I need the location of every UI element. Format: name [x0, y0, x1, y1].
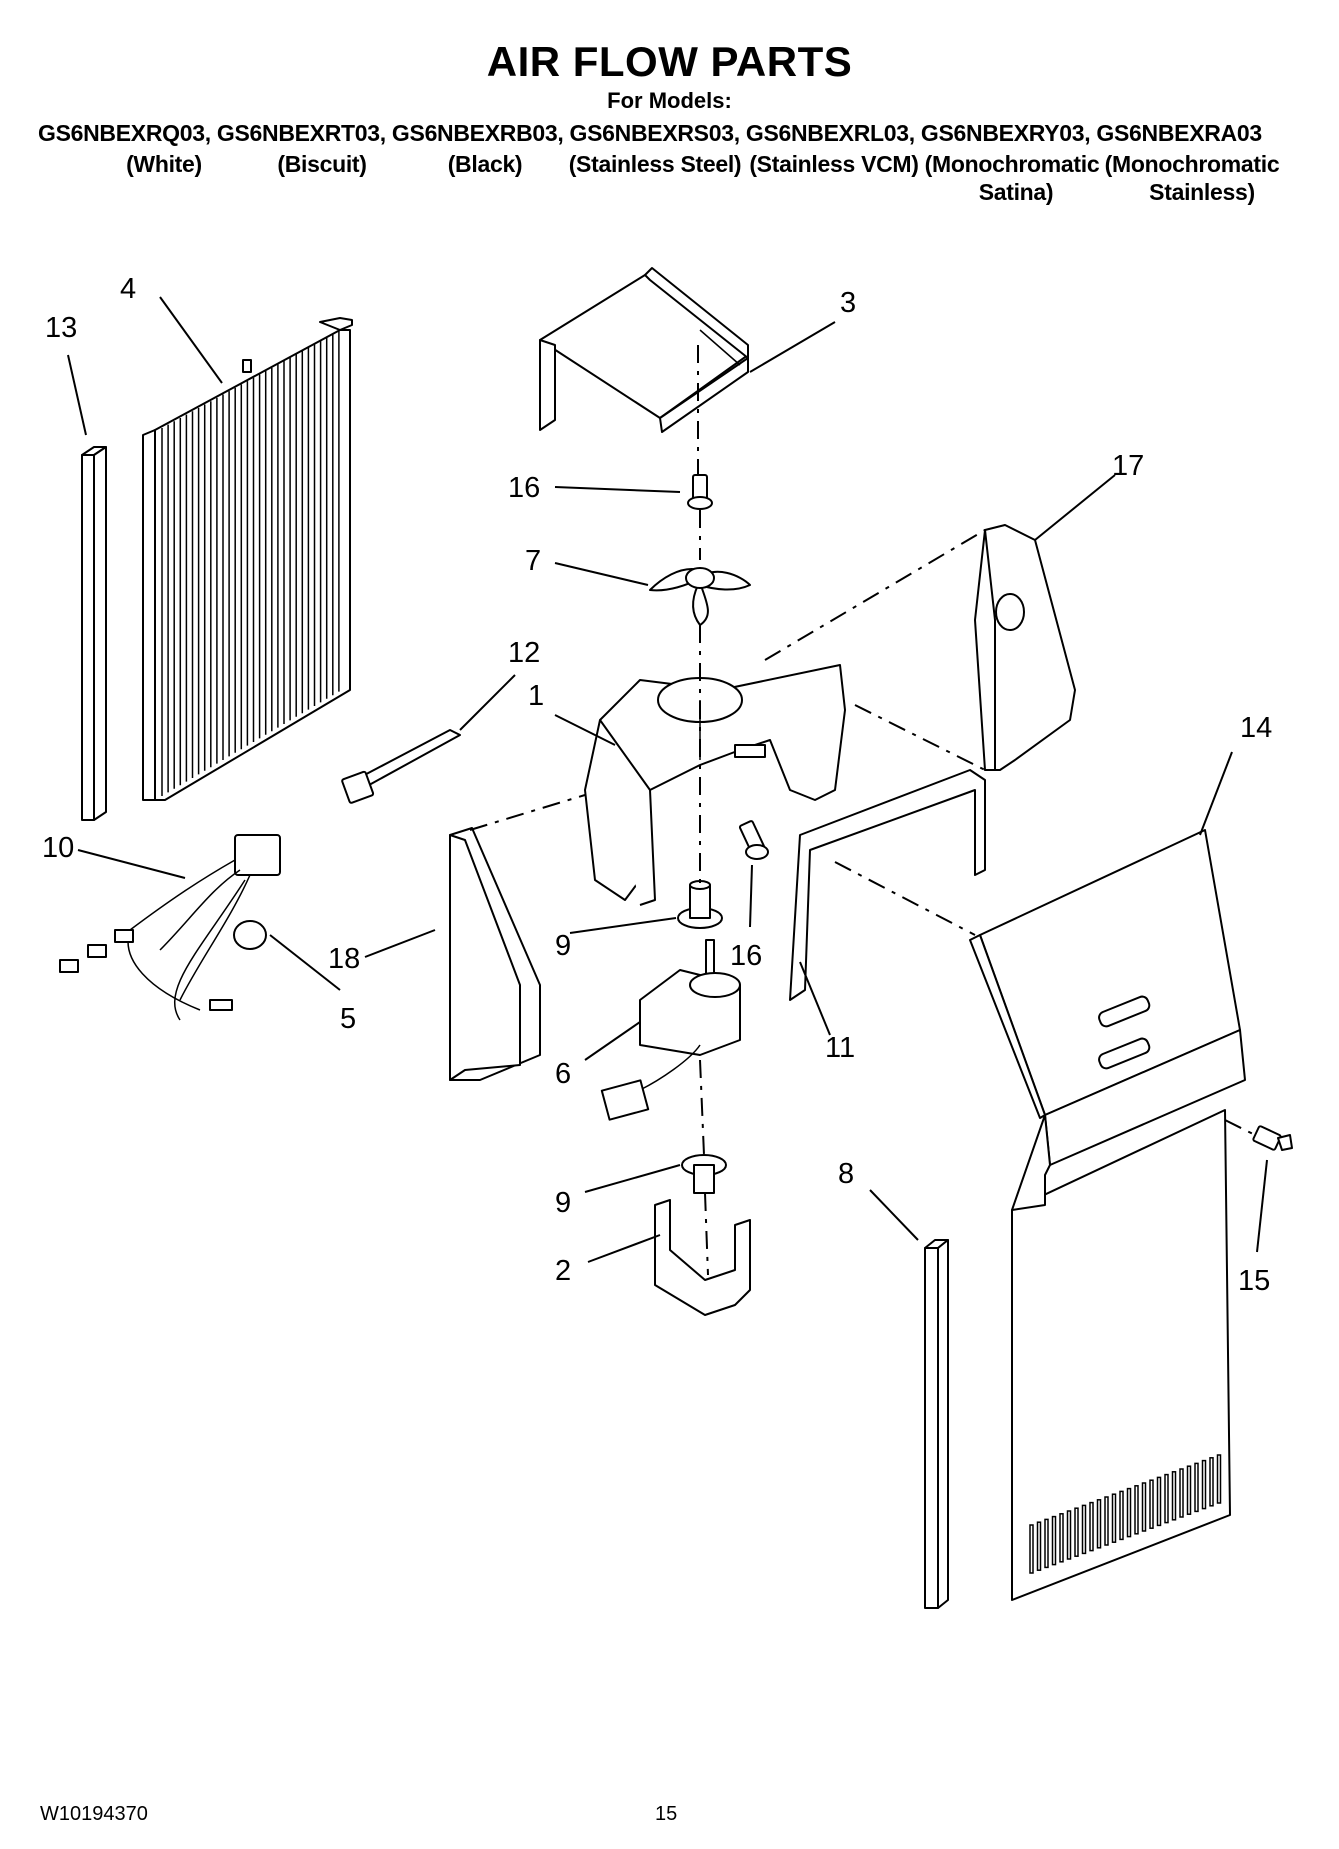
part-2-motor-bracket: [654, 1199, 751, 1316]
callout-11: 11: [825, 1032, 855, 1064]
callout-10: 10: [42, 832, 74, 864]
for-models-label: For Models:: [607, 88, 732, 113]
color-label: (Black): [447, 151, 523, 177]
part-13-gasket-strip: [81, 446, 107, 821]
part-7-fan-blade: [649, 567, 751, 626]
callout-7: 7: [525, 545, 541, 577]
part-11-duct-frame: [789, 769, 986, 1001]
part-1-fan-shroud: [584, 664, 846, 906]
document-code: W10194370: [40, 1803, 148, 1825]
color-label: Satina): [978, 179, 1054, 205]
callout-8: 8: [838, 1158, 854, 1190]
part-12-wire-tie: [341, 729, 461, 804]
color-label: (Biscuit): [277, 151, 367, 177]
color-monochromatic-stainless: (Monochromatic Stainless): [1102, 150, 1282, 206]
part-8-gasket-strip: [924, 1239, 949, 1609]
part-16-screw-upper: [687, 474, 713, 510]
callout-18: 18: [328, 943, 360, 975]
part-9-grommet-upper: [677, 880, 723, 929]
color-stainless-vcm: (Stainless VCM): [744, 150, 924, 178]
color-label: Stainless): [1149, 179, 1255, 205]
callout-9-upper: 9: [555, 930, 571, 962]
assembly-lines: [469, 345, 1256, 1276]
callout-12: 12: [508, 637, 540, 669]
leader-lines: [67, 296, 1268, 1263]
callout-16-lower: 16: [730, 940, 762, 972]
part-3-deflector-bracket: [539, 267, 749, 433]
color-white: (White): [84, 150, 244, 178]
callout-17: 17: [1112, 450, 1144, 482]
part-14-duct-cover: [969, 829, 1246, 1601]
color-label: (Stainless VCM): [749, 151, 919, 177]
color-monochromatic-satina: (Monochromatic Satina): [922, 150, 1102, 206]
part-17-side-baffle: [974, 524, 1076, 771]
callout-1: 1: [528, 680, 544, 712]
color-biscuit: (Biscuit): [242, 150, 402, 178]
page-number: 15: [655, 1803, 678, 1825]
callout-9-lower: 9: [555, 1187, 571, 1219]
callout-numbers: 4 13 3 16 7 17 12 1 14 10 9 16 18 5 6 11…: [42, 273, 1272, 1297]
part-18-left-baffle: [449, 827, 541, 1081]
part-9-grommet-lower: [681, 1154, 727, 1194]
page-title: AIR FLOW PARTS: [486, 38, 853, 85]
color-stainless-steel: (Stainless Steel): [560, 150, 750, 178]
part-10-wire-harness: [59, 834, 281, 1021]
callout-6: 6: [555, 1058, 571, 1090]
callout-15: 15: [1238, 1265, 1270, 1297]
callout-16-upper: 16: [508, 472, 540, 504]
color-black: (Black): [405, 150, 565, 178]
callout-14: 14: [1240, 712, 1272, 744]
model-numbers-line: GS6NBEXRQ03, GS6NBEXRT03, GS6NBEXRB03, G…: [38, 120, 1262, 146]
part-4-grille-panel: [142, 317, 353, 801]
callout-3: 3: [840, 287, 856, 319]
color-label: (Stainless Steel): [568, 151, 742, 177]
callout-5: 5: [340, 1003, 356, 1035]
part-16-screw-lower: [738, 820, 769, 860]
color-label: (Monochromatic: [1104, 151, 1280, 177]
part-15-screw: [1252, 1125, 1293, 1151]
callout-2: 2: [555, 1255, 571, 1287]
color-label: (Monochromatic: [924, 151, 1100, 177]
callout-4: 4: [120, 273, 136, 305]
color-label: (White): [126, 151, 202, 177]
callout-13: 13: [45, 312, 77, 344]
part-6-fan-motor: [600, 939, 741, 1121]
